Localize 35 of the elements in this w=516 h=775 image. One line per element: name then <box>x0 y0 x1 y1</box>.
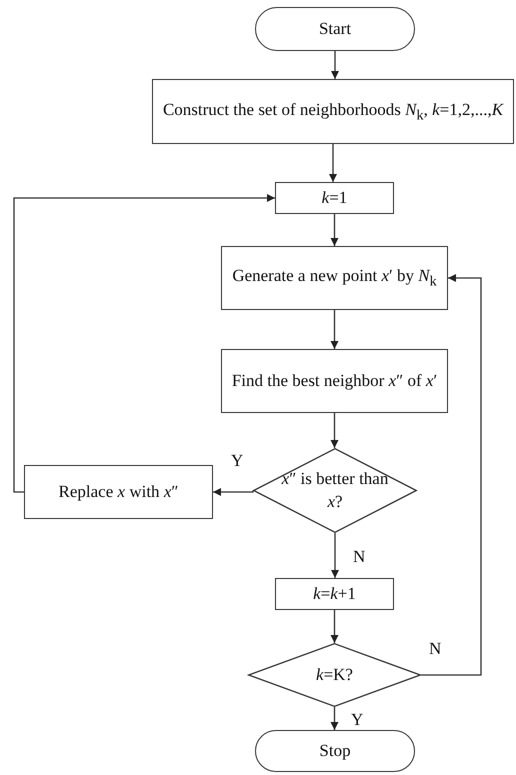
arrow <box>421 274 482 676</box>
arrow <box>330 310 338 349</box>
process-box <box>221 349 448 413</box>
node-label: k=K? <box>315 664 354 686</box>
node-label: k=1 <box>320 186 348 209</box>
process-box <box>275 182 394 214</box>
node-label: k=k+1 <box>312 582 357 605</box>
process-box <box>24 465 213 519</box>
node-label: Construct the set of neighborhoods N$_{k}$, k=1,2,...,K <box>162 98 505 124</box>
arrow <box>330 413 338 448</box>
terminal-box <box>255 730 415 772</box>
process-box <box>221 246 448 310</box>
arrow <box>330 214 338 246</box>
arrow <box>330 707 338 730</box>
node-label: Replace x with x″ <box>58 480 180 503</box>
terminal-box <box>255 7 415 51</box>
edge-label: Y <box>230 452 244 469</box>
edge-label: Y <box>350 711 364 728</box>
arrow <box>330 610 338 643</box>
node-label: Start <box>318 18 352 40</box>
node-label: Stop <box>318 740 352 762</box>
process-box <box>275 578 394 610</box>
process-box <box>152 79 514 144</box>
arrow <box>331 533 339 578</box>
arrow <box>13 194 275 493</box>
arrow <box>331 51 339 79</box>
arrow <box>213 488 254 496</box>
node-label: Find the best neighbor x″ of x′ <box>230 370 438 392</box>
decision-diamond <box>248 643 421 707</box>
decision-diamond <box>253 448 417 533</box>
arrow <box>329 144 337 182</box>
edge-label: N <box>352 548 366 565</box>
node-label: x″ is better than x? <box>280 468 390 512</box>
node-label: Generate a new point x′ by N$_{k}$ <box>231 265 438 291</box>
edge-label: N <box>428 640 442 657</box>
